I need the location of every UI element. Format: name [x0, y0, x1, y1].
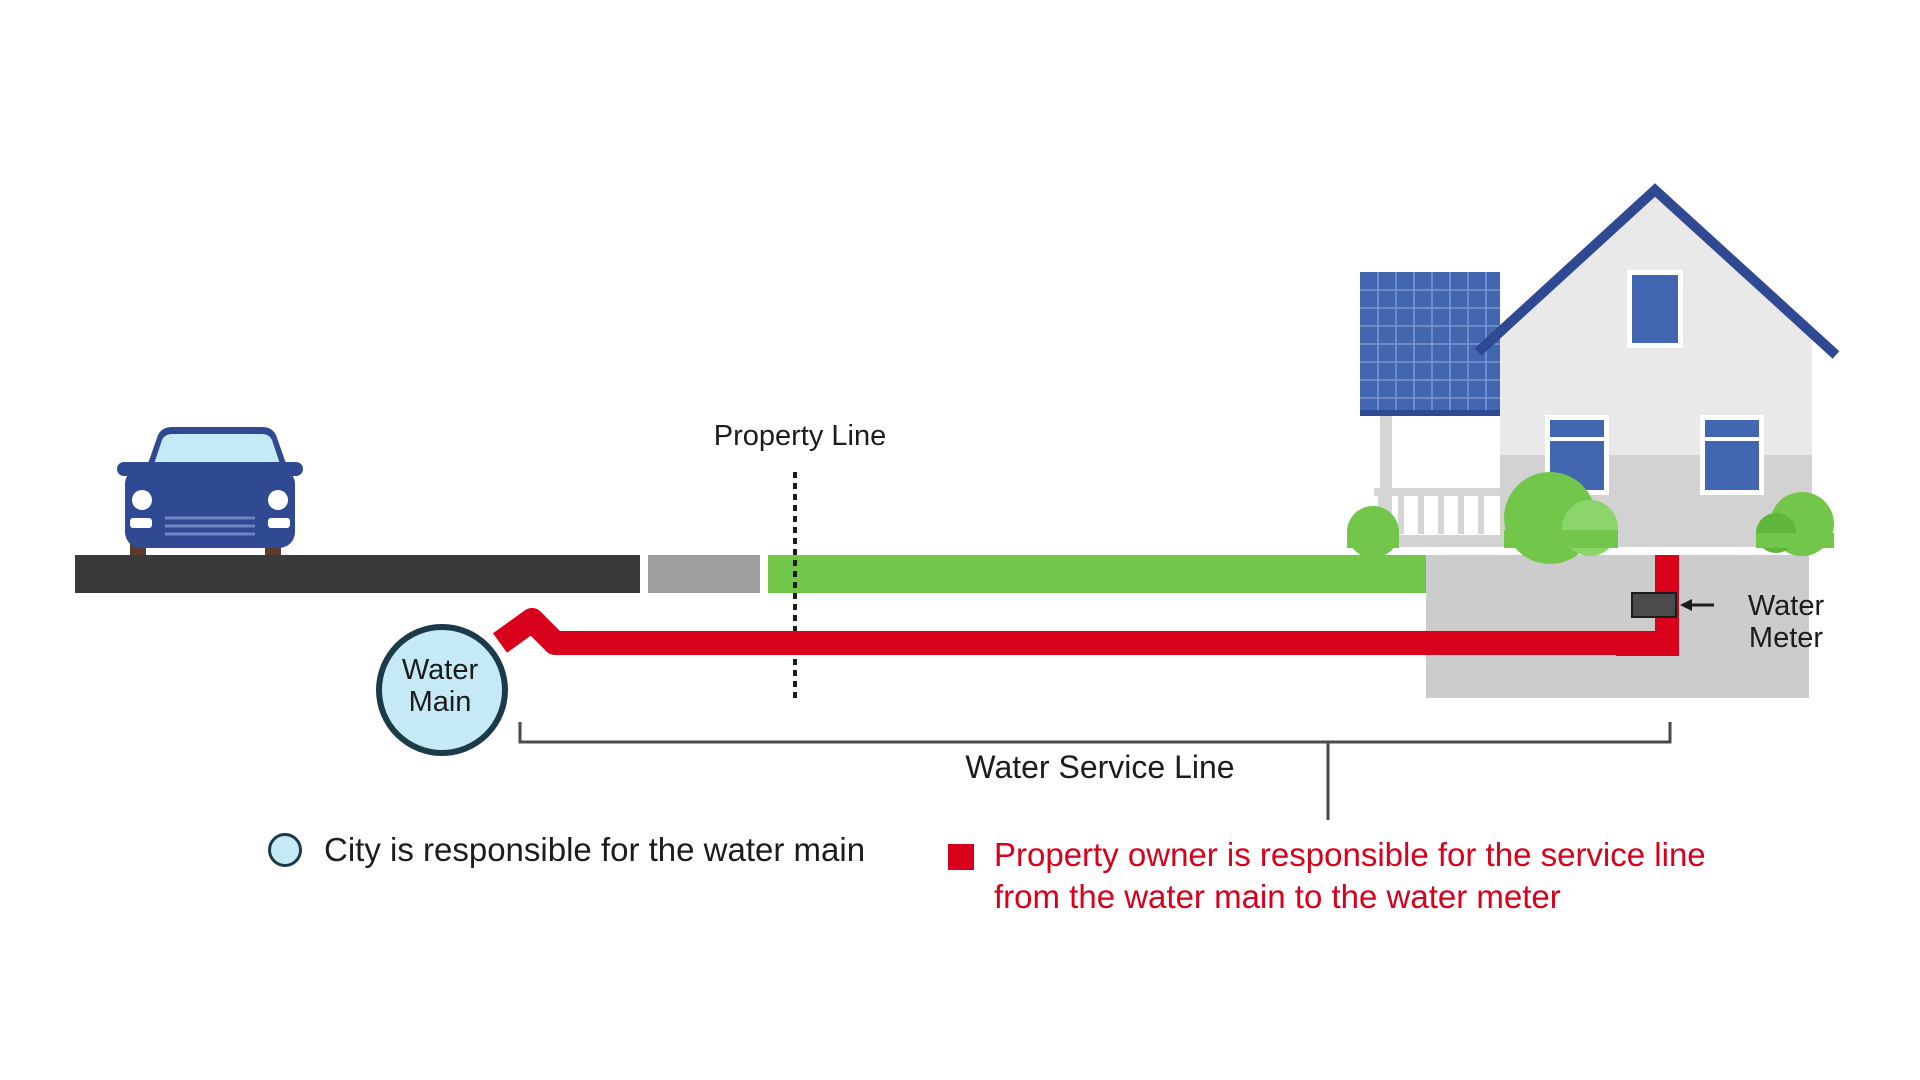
legend-owner-item: Property owner is responsible for the se… [948, 834, 1714, 918]
legend-owner-text: Property owner is responsible for the se… [994, 836, 1706, 915]
lawn [768, 555, 1428, 593]
water-service-line-label: Water Service Line [965, 749, 1235, 785]
house-icon [1347, 183, 1840, 564]
house-foundation [1426, 555, 1809, 698]
legend-circle-icon [268, 833, 302, 868]
road [75, 555, 640, 593]
water-main-label-line-1: Water [401, 654, 479, 686]
service-line-bracket [518, 722, 1672, 820]
water-main-label-line-2: Main [408, 686, 472, 719]
water-meter-label-line-2: Meter [1748, 622, 1824, 655]
property-line-label: Property Line [713, 420, 887, 452]
legend-city-item: City is responsible for the water main [268, 831, 866, 869]
water-meter-icon [1631, 592, 1677, 618]
water-main-icon [376, 624, 508, 756]
solar-panel [1360, 272, 1500, 414]
water-meter-label: Water Meter [1716, 590, 1856, 655]
water-meter-label-line-1: Water [1747, 590, 1825, 622]
legend-city-text: City is responsible for the water main [324, 831, 866, 868]
sidewalk [648, 555, 760, 593]
water-main-label: Water Main [380, 654, 500, 719]
legend-square-icon [948, 844, 974, 870]
arrow-left-icon [1680, 599, 1714, 611]
car-icon [117, 427, 303, 556]
